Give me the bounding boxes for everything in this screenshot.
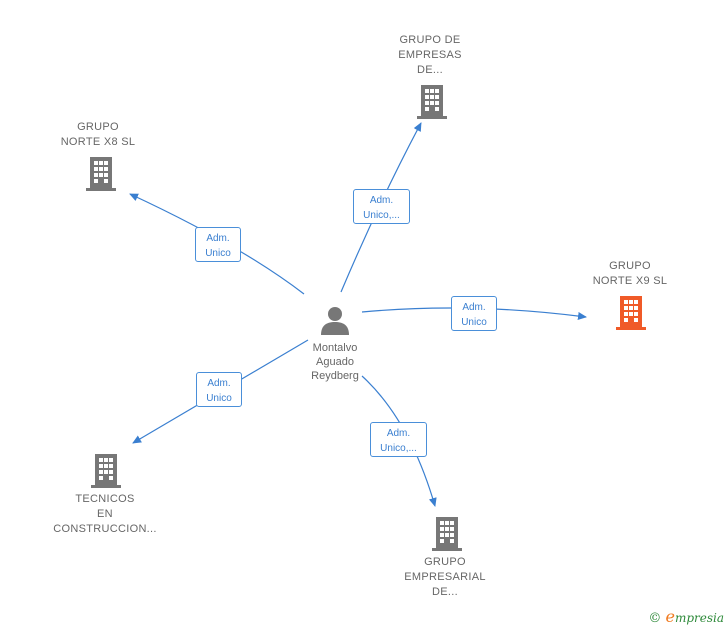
relation-label-norte-x8[interactable]: Adm. Unico (195, 227, 241, 262)
brand-initial: e (665, 607, 675, 626)
relation-label-tecnicos[interactable]: Adm. Unico (196, 372, 242, 407)
empresia-watermark: © empresia (648, 607, 724, 626)
brand-rest: mpresia (674, 611, 724, 625)
building-icon[interactable] (90, 452, 122, 488)
company-label-tecnicos[interactable]: TECNICOS EN CONSTRUCCION... (53, 493, 157, 535)
building-icon[interactable] (416, 83, 448, 119)
relation-label-grupo-empresas[interactable]: Adm. Unico,... (353, 189, 410, 224)
company-label-grupo-empresas[interactable]: GRUPO DE EMPRESAS DE... (398, 34, 462, 76)
copyright-icon: © (648, 611, 662, 626)
relation-label-norte-x9[interactable]: Adm. Unico (451, 296, 497, 331)
building-icon[interactable] (615, 294, 647, 330)
building-icon[interactable] (85, 155, 117, 191)
relation-label-grupo-empresarial[interactable]: Adm. Unico,... (370, 422, 427, 457)
company-label-norte-x9[interactable]: GRUPO NORTE X9 SL (592, 260, 668, 287)
person-name[interactable]: Montalvo Aguado Reydberg (311, 342, 359, 382)
person-icon[interactable] (319, 305, 351, 335)
building-icon[interactable] (431, 515, 463, 551)
company-label-norte-x8[interactable]: GRUPO NORTE X8 SL (60, 121, 136, 148)
company-label-grupo-empresarial[interactable]: GRUPO EMPRESARIAL DE... (404, 556, 486, 598)
